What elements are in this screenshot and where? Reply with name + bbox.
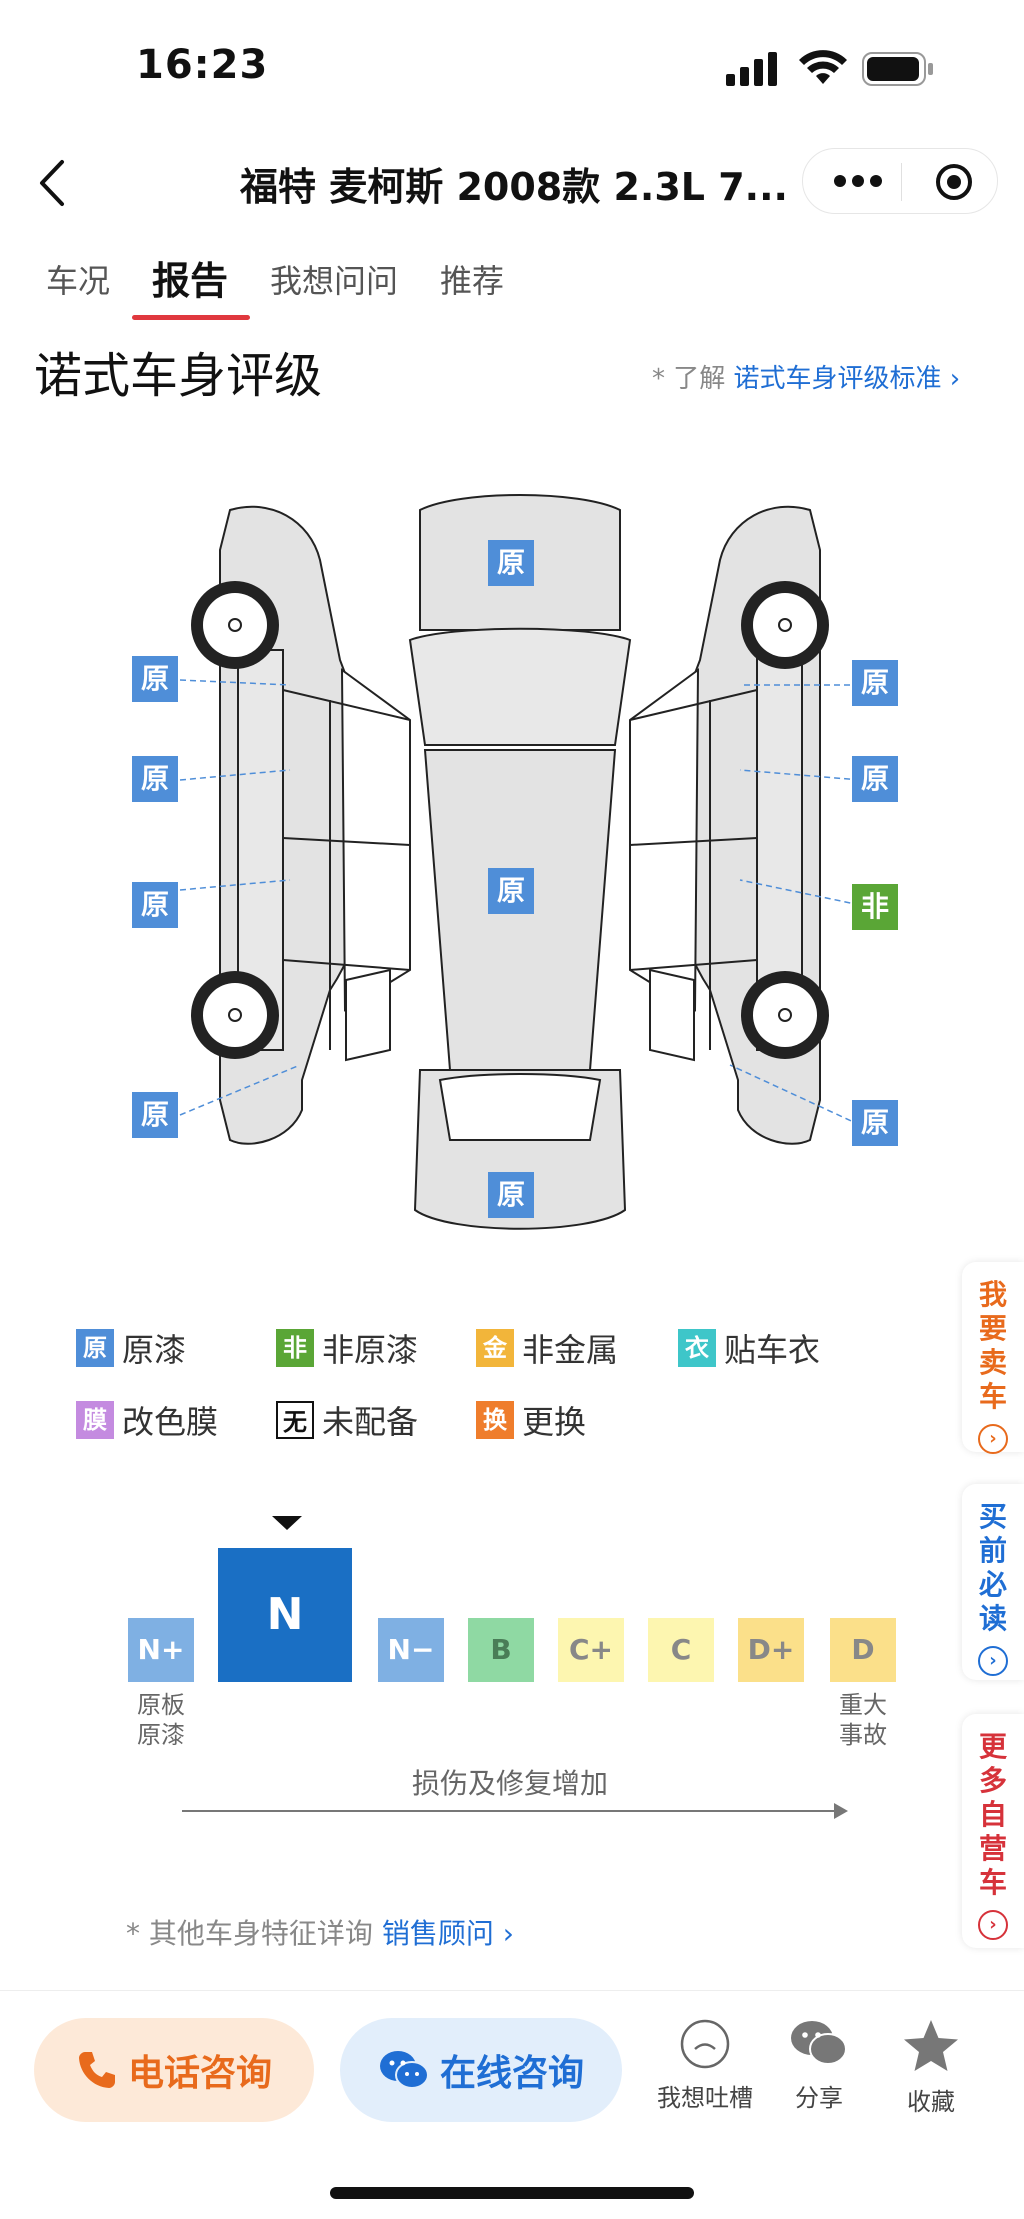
panel-tag-right-rear-door[interactable]: 非 [852,884,898,930]
phone-consult-label: 电话咨询 [127,2053,272,2094]
arrow-right-circle-icon: › [978,1646,1008,1676]
side-tab-label: 更多自营车 [978,1730,1007,1899]
legend-icon: 非 [276,1329,314,1367]
arrow-right-circle-icon: › [978,1424,1008,1454]
sales-consultant-note: * 其他车身特征详询 销售顾问 › [126,1912,514,1952]
side-tab-more-cars[interactable]: 更多自营车 › [962,1714,1024,1948]
panel-tag-right-rear-fender[interactable]: 原 [852,1100,898,1146]
note-prefix: * 其他车身特征详询 [126,1917,373,1950]
grading-standard-link[interactable]: 诺式车身评级标准 › [733,364,961,394]
panel-tag-trunk[interactable]: 原 [488,1172,534,1218]
grade-d-plus: D+ [738,1618,804,1682]
section-title: 诺式车身评级 [34,348,323,404]
active-tab-indicator [132,315,250,320]
legend-icon: 换 [476,1401,514,1439]
side-tab-label: 买前必读 [978,1500,1007,1635]
share-button[interactable]: 分享 [764,2018,874,2113]
arrow-head-icon [834,1803,848,1819]
panel-tag-right-front-fender[interactable]: 原 [852,660,898,706]
side-tab-must-read[interactable]: 买前必读 › [962,1484,1024,1680]
online-consult-label: 在线咨询 [439,2053,584,2094]
grading-standard-hint: * 了解 诺式车身评级标准 › [652,358,960,395]
panel-tag-left-rear-door[interactable]: 原 [132,882,178,928]
panel-tag-left-front-fender[interactable]: 原 [132,656,178,702]
legend-not-equipped: 无 未配备 [276,1400,419,1441]
page-title: 福特 麦柯斯 2008款 2.3L 7... [240,165,788,209]
damage-scale-arrow [182,1810,842,1812]
legend-icon: 金 [476,1329,514,1367]
wifi-icon [799,50,847,84]
close-miniprogram-icon[interactable] [935,163,973,201]
wheel-icon [191,581,829,1059]
tab-condition[interactable]: 车况 [46,262,111,300]
grade-n-plus: N+ [128,1618,194,1682]
legend-replaced: 换 更换 [476,1400,587,1441]
panel-tag-right-front-door[interactable]: 原 [852,756,898,802]
legend-icon: 无 [276,1401,314,1439]
mini-program-capsule [802,148,998,214]
legend-color-film: 膜 改色膜 [76,1400,219,1441]
grade-d: D [830,1618,896,1682]
bottom-bar-divider [0,1990,1024,1991]
side-tab-sell-car[interactable]: 我要卖车 › [962,1262,1024,1454]
legend-icon: 膜 [76,1401,114,1439]
share-wechat-icon [791,2021,847,2065]
capsule-divider [901,163,902,201]
grade-caption-worst: 重大 事故 [839,1691,887,1749]
complain-label: 我想吐槽 [657,2084,753,2112]
tab-report[interactable]: 报告 [152,259,229,303]
phone-icon [78,2052,115,2088]
legend-label: 更换 [522,1403,587,1441]
status-time: 16:23 [136,42,269,88]
legend-label: 未配备 [322,1403,419,1441]
complain-face-icon [680,2019,730,2069]
tab-questions[interactable]: 我想问问 [270,262,399,300]
legend-car-wrap: 衣 贴车衣 [678,1328,821,1369]
panel-tag-left-front-door[interactable]: 原 [132,756,178,802]
panel-tag-roof[interactable]: 原 [488,868,534,914]
legend-non-metal: 金 非金属 [476,1328,619,1369]
legend-label: 非金属 [522,1331,619,1369]
legend-icon: 衣 [678,1329,716,1367]
more-icon[interactable] [833,169,883,193]
grade-caption-best: 原板 原漆 [137,1691,185,1749]
legend-icon: 原 [76,1329,114,1367]
grade-c-plus: C+ [558,1618,624,1682]
back-icon[interactable] [36,158,70,208]
panel-tag-left-rear-fender[interactable]: 原 [132,1092,178,1138]
favorite-button[interactable]: 收藏 [876,2018,986,2117]
home-indicator [330,2187,694,2199]
grade-b: B [468,1618,534,1682]
side-tab-label: 我要卖车 [978,1278,1007,1413]
grade-n-selected: N [218,1548,352,1682]
battery-icon [862,52,933,86]
damage-scale-label: 损伤及修复增加 [412,1767,609,1800]
grade-n-minus: N− [378,1618,444,1682]
legend-label: 贴车衣 [724,1331,821,1369]
signal-icon [726,52,777,86]
wechat-icon [379,2051,429,2089]
share-label: 分享 [795,2084,843,2112]
grade-c: C [648,1618,714,1682]
legend-repainted: 非 非原漆 [276,1328,419,1369]
legend-label: 改色膜 [122,1403,219,1441]
complain-button[interactable]: 我想吐槽 [650,2018,760,2113]
legend-label: 原漆 [122,1331,187,1369]
favorite-label: 收藏 [907,2088,955,2116]
legend-original-paint: 原 原漆 [76,1328,187,1369]
current-grade-pointer [272,1516,302,1530]
arrow-right-circle-icon: › [978,1910,1008,1940]
tab-recommend[interactable]: 推荐 [440,262,505,300]
hint-prefix: * 了解 [652,364,726,394]
sales-consultant-link[interactable]: 销售顾问 › [381,1917,514,1950]
panel-tag-hood[interactable]: 原 [488,540,534,586]
legend-label: 非原漆 [322,1331,419,1369]
phone-consult-button[interactable]: 电话咨询 [34,2018,314,2122]
star-icon [904,2020,958,2071]
online-consult-button[interactable]: 在线咨询 [340,2018,622,2122]
